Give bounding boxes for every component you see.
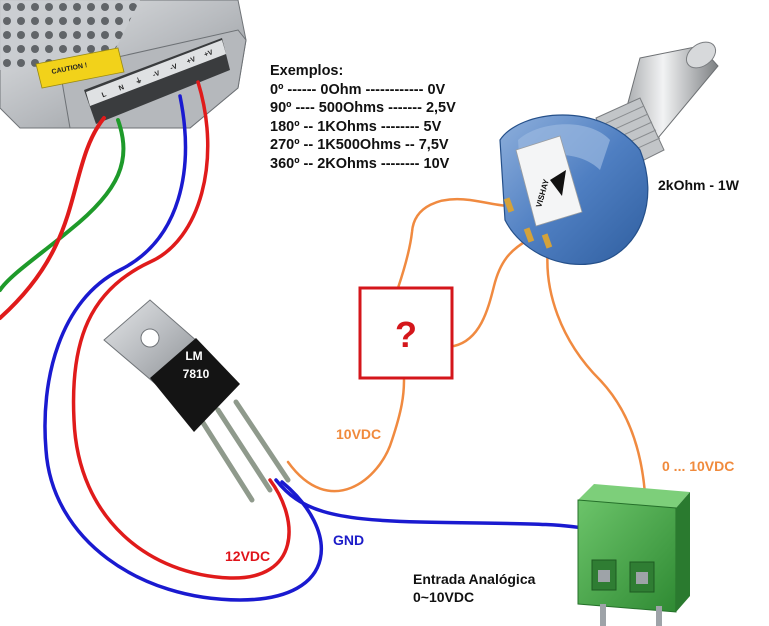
vishay-logo-icon [550,170,566,196]
orange-wire-box-to-pot-mid [452,238,530,348]
psu-terminal-label: +V [203,49,214,59]
orange-wire-box-to-pot-top [396,197,512,290]
psu-terminal-block [84,38,230,124]
analog-input-label: Entrada Analógica 0~10VDC [413,570,535,606]
unknown-circuit-box: ? [358,286,454,380]
regulator-leads [197,399,291,503]
example-row: 180º -- 1KOhms -------- 5V [270,118,442,135]
examples-block: Exemplos: 0º ------ 0Ohm ------------ 0V… [270,62,456,173]
green-wire [0,118,126,292]
example-row: 90º ---- 500Ohms ------- 2,5V [270,100,456,116]
question-mark: ? [395,314,417,355]
regulator-text-line1: LM [185,349,202,363]
psu-terminal-label: +V [186,56,197,66]
potentiometer: VISHAY [499,41,719,266]
potentiometer-rating-label: 2kOhm - 1W [658,177,739,193]
examples-title: Exemplos: [270,63,344,79]
analog-input-line2: 0~10VDC [413,589,475,605]
analog-input-line1: Entrada Analógica [413,571,536,587]
label-12vdc: 12VDC [225,548,271,564]
terminal-screw-left [598,570,610,582]
terminal-pin-right [656,606,662,626]
psu-terminal-label: L [101,91,108,99]
example-row: 0º ------ 0Ohm ------------ 0V [270,81,446,98]
power-supply: CAUTION ! [0,0,247,129]
label-0-to-10vdc: 0 ... 10VDC [662,458,735,474]
red-wire-mains [0,116,106,320]
psu-terminal-label: N [118,84,125,92]
blue-wire-gnd [43,94,324,602]
orange-wire-10vdc [286,378,406,493]
blue-wire-to-terminal [274,478,607,576]
psu-terminal-label: ⏚ [134,76,143,86]
label-gnd: GND [333,532,365,548]
pot-pin-3 [541,233,553,249]
voltage-regulator: LM 7810 [103,299,291,503]
example-row: 270º -- 1K500Ohms -- 7,5V [270,137,449,153]
psu-terminal-label: -V [152,70,161,79]
label-10vdc: 10VDC [336,426,382,442]
terminal-screw-right [636,572,648,584]
pot-pin-1 [503,197,515,213]
psu-terminal-label: -V [169,63,178,72]
red-wire-12vdc [71,80,291,580]
wires [0,80,648,602]
terminal-block [577,484,690,626]
caution-sticker: CAUTION ! [35,47,125,89]
regulator-text-line2: 7810 [183,367,210,381]
terminal-pin-left [600,604,606,626]
example-row: 360º -- 2KOhms -------- 10V [270,155,450,172]
pot-pin-2 [523,227,535,243]
